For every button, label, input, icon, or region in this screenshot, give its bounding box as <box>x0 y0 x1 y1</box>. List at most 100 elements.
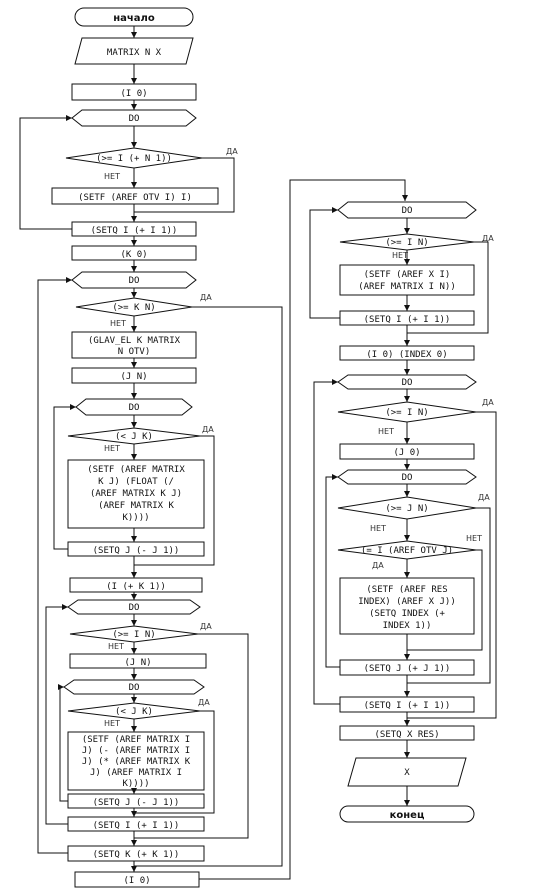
do-loop-6-label: DO <box>402 206 413 216</box>
glav-el-block: (GLAV_EL K MATRIX N OTV) <box>71 331 197 359</box>
body-9-line-3: (SETQ INDEX (+ <box>369 609 445 619</box>
init-i3-block: (I 0) <box>74 871 200 888</box>
do-loop-8-label: DO <box>402 473 413 483</box>
step-4-label: (SETQ I (+ I 1)) <box>93 821 180 831</box>
input-matrix-parallelogram: MATRIX N X <box>74 37 194 65</box>
end-terminator: конец <box>339 805 475 823</box>
condition-7-diamond: (>= I N) <box>337 401 477 423</box>
condition-2-label: (>= K N) <box>112 303 155 313</box>
body-3-line-4: (AREF MATRIX K <box>98 501 174 511</box>
condition-5-yes-label: ДА <box>198 698 210 707</box>
body-9-line-4: INDEX 1)) <box>383 621 432 631</box>
condition-8-label: (>= J N) <box>385 504 428 514</box>
input-matrix-label: MATRIX N X <box>107 48 162 58</box>
condition-5-label: (< J K) <box>115 707 153 717</box>
init-i-label: (I 0) <box>120 89 147 99</box>
do-loop-3-label: DO <box>129 403 140 413</box>
condition-1-yes-label: ДА <box>226 147 238 156</box>
body-1-line: (SETF (AREF OTV I) I) <box>78 193 192 203</box>
condition-6-yes-label: ДА <box>482 234 494 243</box>
init-i2-label: (I (+ K 1)) <box>106 582 166 592</box>
do-loop-3-hexagon: DO <box>75 398 193 416</box>
step-1-block: (SETQ I (+ I 1)) <box>71 221 197 237</box>
start-terminator: начало <box>74 7 194 27</box>
init-i2-block: (I (+ K 1)) <box>69 577 203 593</box>
condition-1-label: (>= I (+ N 1)) <box>96 154 172 164</box>
condition-7-no-label: НЕТ <box>378 427 394 436</box>
condition-1-diamond: (>= I (+ N 1)) <box>65 147 203 169</box>
condition-6-no-label: НЕТ <box>392 251 408 260</box>
step-5-label: (SETQ J (- J 1)) <box>93 798 180 808</box>
condition-2-yes-label: ДА <box>200 293 212 302</box>
end-label: конец <box>390 810 425 821</box>
init-index-label: (I 0) (INDEX 0) <box>366 350 447 360</box>
condition-3-diamond: (< J K) <box>67 427 201 445</box>
do-loop-2-hexagon: DO <box>71 271 197 289</box>
init-i3-label: (I 0) <box>123 876 150 886</box>
step-6-block: (SETQ I (+ I 1)) <box>339 310 475 326</box>
do-loop-8-hexagon: DO <box>337 469 477 485</box>
condition-9-yes-label: ДА <box>372 561 384 570</box>
init-j-block: (J N) <box>71 367 197 384</box>
step-8-label: (SETQ J (+ J 1)) <box>364 664 451 674</box>
condition-2-no-label: НЕТ <box>110 319 126 328</box>
body-5-line-3: J) (* (AREF MATRIX K <box>82 757 191 767</box>
body-6-line-2: (AREF MATRIX I N)) <box>358 282 456 292</box>
condition-3-yes-label: ДА <box>202 425 214 434</box>
glav-el-line-2: N OTV) <box>118 347 151 357</box>
glav-el-line-1: (GLAV_EL K MATRIX <box>88 336 181 346</box>
condition-6-label: (>= I N) <box>385 238 428 248</box>
init-j2-label: (J N) <box>124 658 151 668</box>
body-9-line-2: INDEX) (AREF X J)) <box>358 597 456 607</box>
body-5-block: (SETF (AREF MATRIX I J) (- (AREF MATRIX … <box>67 731 205 791</box>
body-5-line-4: J) (AREF MATRIX I <box>90 768 182 778</box>
do-loop-4-hexagon: DO <box>67 599 201 615</box>
setq-x-label: (SETQ X RES) <box>374 730 439 740</box>
condition-9-no-label: НЕТ <box>466 534 482 543</box>
init-k-block: (K 0) <box>71 245 197 261</box>
step-3-block: (SETQ J (- J 1)) <box>67 541 205 557</box>
output-x-parallelogram: X <box>347 757 467 787</box>
step-6-label: (SETQ I (+ I 1)) <box>364 315 451 325</box>
step-7-label: (SETQ I (+ I 1)) <box>364 701 451 711</box>
step-2-label: (SETQ K (+ K 1)) <box>93 850 180 860</box>
init-index-block: (I 0) (INDEX 0) <box>339 345 475 361</box>
body-1-block: (SETF (AREF OTV I) I) <box>51 187 219 205</box>
condition-4-diamond: (>= I N) <box>69 625 199 643</box>
condition-3-label: (< J K) <box>115 432 153 442</box>
condition-8-no-label: НЕТ <box>370 524 386 533</box>
body-5-line-1: (SETF (AREF MATRIX I <box>82 735 190 745</box>
condition-8-diamond: (>= J N) <box>337 496 477 520</box>
left-column: начало MATRIX N X (I 0) DO (>= I (+ N 1)… <box>19 7 408 888</box>
condition-9-diamond: (= I (AREF OTV J) <box>337 540 477 560</box>
body-3-line-5: K)))) <box>122 513 149 523</box>
condition-4-no-label: НЕТ <box>108 642 124 651</box>
step-5-block: (SETQ J (- J 1)) <box>67 793 205 809</box>
condition-6-diamond: (>= I N) <box>339 233 475 251</box>
body-3-block: (SETF (AREF MATRIX K J) (FLOAT (/ (AREF … <box>67 459 205 529</box>
body-3-line-2: K J) (FLOAT (/ <box>98 477 174 487</box>
step-1-label: (SETQ I (+ I 1)) <box>91 226 178 236</box>
condition-7-yes-label: ДА <box>482 398 494 407</box>
condition-4-label: (>= I N) <box>112 630 155 640</box>
do-loop-5-hexagon: DO <box>63 679 205 695</box>
right-column: DO (>= I N) ДА НЕТ (SETF (AREF X I) (ARE… <box>309 201 497 823</box>
init-j-label: (J N) <box>120 372 147 382</box>
body-3-line-1: (SETF (AREF MATRIX <box>87 465 185 475</box>
do-loop-1-label: DO <box>129 114 140 124</box>
init-k-label: (K 0) <box>120 250 147 260</box>
step-2-block: (SETQ K (+ K 1)) <box>67 845 205 862</box>
body-9-block: (SETF (AREF RES INDEX) (AREF X J)) (SETQ… <box>339 577 475 635</box>
init-i-block: (I 0) <box>71 83 197 101</box>
body-6-block: (SETF (AREF X I) (AREF MATRIX I N)) <box>339 264 475 296</box>
do-loop-2-label: DO <box>129 276 140 286</box>
start-label: начало <box>113 13 155 24</box>
init-j2-block: (J N) <box>69 653 207 669</box>
condition-3-no-label: НЕТ <box>104 444 120 453</box>
step-7-block: (SETQ I (+ I 1)) <box>339 696 475 713</box>
setq-x-block: (SETQ X RES) <box>339 725 475 741</box>
condition-9-label: (= I (AREF OTV J) <box>361 546 453 556</box>
do-loop-4-label: DO <box>129 603 140 613</box>
body-3-line-3: (AREF MATRIX K J) <box>90 489 182 499</box>
